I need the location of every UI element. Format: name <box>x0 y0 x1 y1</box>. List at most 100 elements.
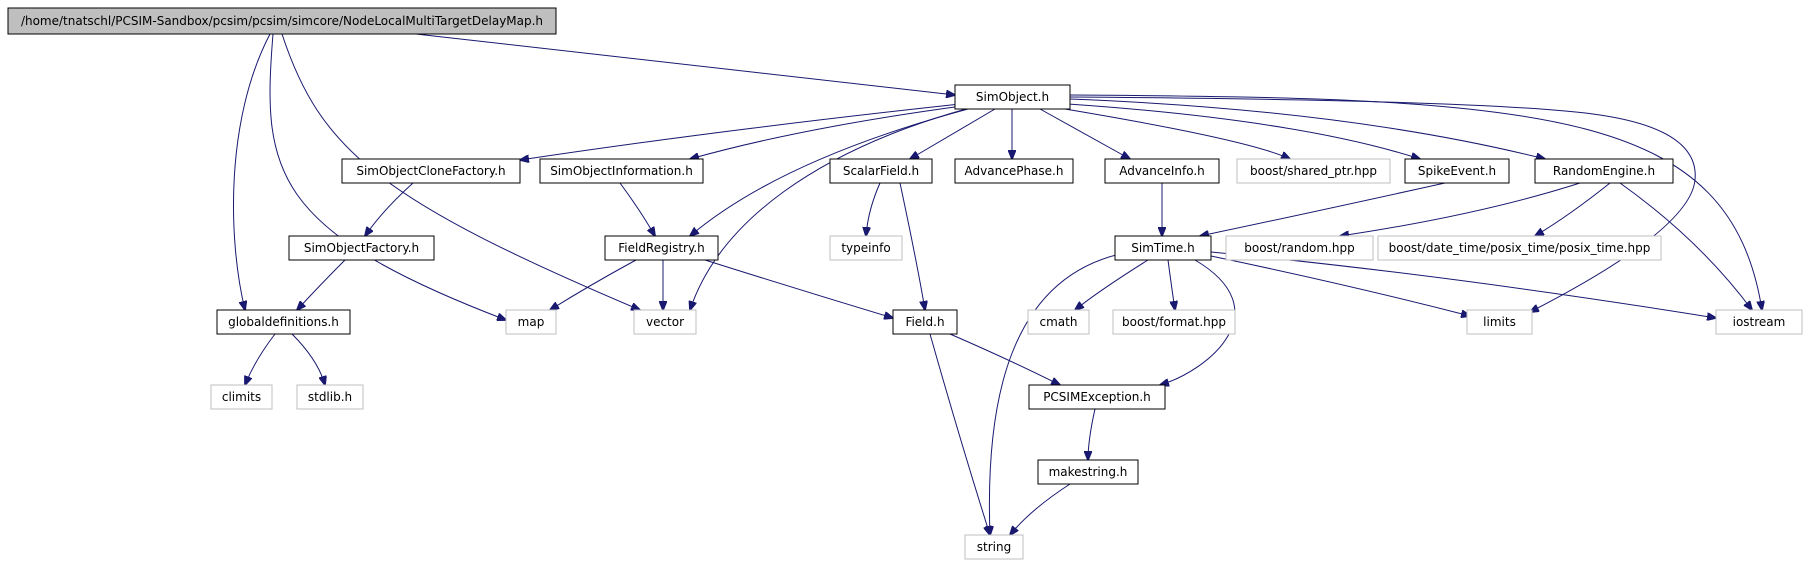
node-box-pcsimexception <box>1028 384 1166 410</box>
node-root[interactable]: /home/tnatschl/PCSIM-Sandbox/pcsim/pcsim… <box>7 7 557 35</box>
node-label-posixtime: boost/date_time/posix_time/posix_time.hp… <box>1389 241 1651 255</box>
node-box-root <box>7 7 557 35</box>
node-label-globaldefs: globaldefinitions.h <box>228 315 339 329</box>
edge-simtime-to-limits <box>1210 255 1470 316</box>
node-label-objinfo: SimObjectInformation.h <box>550 164 693 178</box>
node-makestring[interactable]: makestring.h <box>1037 459 1139 485</box>
edge-simobject-to-iostream <box>1069 94 1762 310</box>
edge-simobject-to-advanceinfo <box>1039 108 1130 159</box>
node-label-pcsimexception: PCSIMException.h <box>1043 390 1151 404</box>
edge-clonefactory-to-objfactory <box>365 182 414 236</box>
nodes-layer: /home/tnatschl/PCSIM-Sandbox/pcsim/pcsim… <box>7 7 1803 560</box>
node-label-randomengine: RandomEngine.h <box>1553 164 1655 178</box>
node-label-clonefactory: SimObjectCloneFactory.h <box>356 164 505 178</box>
node-box-globaldefs <box>216 309 351 335</box>
node-box-objinfo <box>539 158 704 184</box>
node-label-spikeevent: SpikeEvent.h <box>1418 164 1496 178</box>
node-pcsimexception[interactable]: PCSIMException.h <box>1028 384 1166 410</box>
node-label-makestring: makestring.h <box>1049 465 1128 479</box>
edge-makestring-to-string <box>1010 483 1071 535</box>
node-label-limits: limits <box>1483 315 1516 329</box>
edge-root-to-map <box>269 33 506 320</box>
edge-objinfo-to-fieldregistry <box>619 182 655 236</box>
node-field[interactable]: Field.h <box>892 309 958 335</box>
node-box-makestring <box>1037 459 1139 485</box>
edge-simtime-to-string <box>989 253 1121 535</box>
node-advancephase[interactable]: AdvancePhase.h <box>954 158 1074 184</box>
node-box-vector <box>633 309 697 335</box>
node-box-simtime <box>1114 235 1212 261</box>
node-box-field <box>892 309 958 335</box>
node-string: string <box>964 534 1024 560</box>
node-climits: climits <box>210 384 273 410</box>
node-simobject[interactable]: SimObject.h <box>954 84 1071 110</box>
node-advanceinfo[interactable]: AdvanceInfo.h <box>1104 158 1220 184</box>
node-label-fieldregistry: FieldRegistry.h <box>618 241 705 255</box>
edge-simobject-to-vector <box>690 108 967 310</box>
edge-scalarfield-to-typeinfo <box>866 182 881 236</box>
node-typeinfo: typeinfo <box>829 235 903 261</box>
node-box-advanceinfo <box>1104 158 1220 184</box>
node-label-iostream: iostream <box>1733 315 1786 329</box>
node-label-field: Field.h <box>905 315 944 329</box>
node-boostrandom: boost/random.hpp <box>1225 235 1374 261</box>
node-vector: vector <box>633 309 697 335</box>
edge-globaldefs-to-climits <box>245 333 276 385</box>
node-box-boostformat <box>1112 309 1236 335</box>
edges-layer <box>233 33 1762 535</box>
node-limits: limits <box>1466 309 1533 335</box>
node-label-boostrandom: boost/random.hpp <box>1244 241 1355 255</box>
node-box-simobject <box>954 84 1071 110</box>
edge-fieldregistry-to-field <box>704 259 893 318</box>
edge-objfactory-to-globaldefs <box>297 259 346 310</box>
node-scalarfield[interactable]: ScalarField.h <box>829 158 933 184</box>
edge-randomengine-to-boostrandom <box>1340 182 1581 236</box>
node-spikeevent[interactable]: SpikeEvent.h <box>1404 158 1510 184</box>
edge-simobject-to-spikeevent <box>1067 103 1420 159</box>
node-box-fieldregistry <box>604 235 719 261</box>
node-simtime[interactable]: SimTime.h <box>1114 235 1212 261</box>
node-label-cmath: cmath <box>1040 315 1078 329</box>
node-globaldefs[interactable]: globaldefinitions.h <box>216 309 351 335</box>
node-box-cmath <box>1027 309 1090 335</box>
node-objfactory[interactable]: SimObjectFactory.h <box>288 235 435 261</box>
node-clonefactory[interactable]: SimObjectCloneFactory.h <box>341 158 521 184</box>
node-label-root: /home/tnatschl/PCSIM-Sandbox/pcsim/pcsim… <box>21 14 543 28</box>
node-box-string <box>964 534 1024 560</box>
node-boostformat: boost/format.hpp <box>1112 309 1236 335</box>
edge-fieldregistry-to-map <box>550 259 637 310</box>
node-label-advancephase: AdvancePhase.h <box>965 164 1064 178</box>
node-objinfo[interactable]: SimObjectInformation.h <box>539 158 704 184</box>
node-fieldregistry[interactable]: FieldRegistry.h <box>604 235 719 261</box>
node-iostream: iostream <box>1715 309 1803 335</box>
node-box-randomengine <box>1534 158 1674 184</box>
node-box-boostrandom <box>1225 235 1374 261</box>
edge-pcsimexception-to-makestring <box>1088 408 1096 460</box>
edge-scalarfield-to-field <box>899 182 925 310</box>
node-label-string: string <box>977 540 1011 554</box>
node-stdlib: stdlib.h <box>296 384 364 410</box>
edge-simobject-to-objinfo <box>690 105 963 159</box>
edge-simtime-to-iostream <box>1210 251 1716 318</box>
node-label-boostformat: boost/format.hpp <box>1122 315 1226 329</box>
node-posixtime: boost/date_time/posix_time/posix_time.hp… <box>1377 235 1662 261</box>
node-box-clonefactory <box>341 158 521 184</box>
node-label-map: map <box>518 315 545 329</box>
edge-root-to-globaldefs <box>233 33 271 310</box>
node-box-climits <box>210 384 273 410</box>
edge-simtime-to-cmath <box>1075 259 1149 310</box>
node-box-sharedptr <box>1236 158 1391 184</box>
node-label-simobject: SimObject.h <box>976 90 1049 104</box>
edge-simobject-to-scalarfield <box>910 108 996 159</box>
node-map: map <box>505 309 557 335</box>
node-box-posixtime <box>1377 235 1662 261</box>
node-box-spikeevent <box>1404 158 1510 184</box>
node-label-vector: vector <box>646 315 684 329</box>
node-label-climits: climits <box>222 390 261 404</box>
node-randomengine[interactable]: RandomEngine.h <box>1534 158 1674 184</box>
node-label-objfactory: SimObjectFactory.h <box>304 241 419 255</box>
node-box-typeinfo <box>829 235 903 261</box>
node-box-objfactory <box>288 235 435 261</box>
node-label-simtime: SimTime.h <box>1131 241 1194 255</box>
edge-globaldefs-to-stdlib <box>291 333 325 385</box>
